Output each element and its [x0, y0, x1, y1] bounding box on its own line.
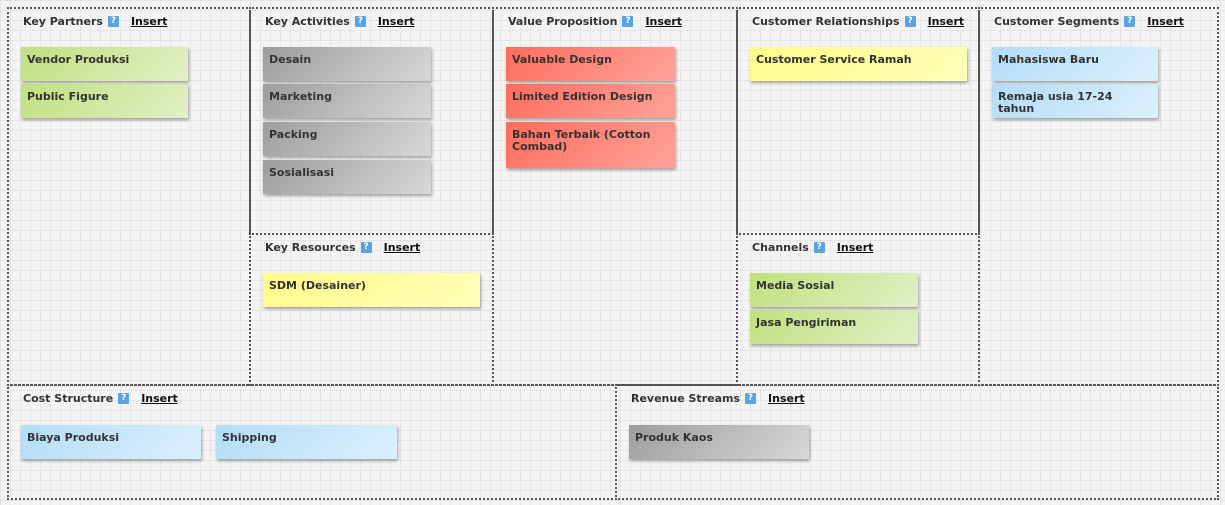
help-icon[interactable]: ? — [745, 393, 757, 404]
block-header: Value Proposition ? Insert — [508, 15, 682, 28]
sticky-note[interactable]: Valuable Design — [506, 47, 675, 81]
help-icon[interactable]: ? — [118, 393, 130, 404]
sticky-note[interactable]: Packing — [263, 122, 431, 156]
sticky-note[interactable]: Desain — [263, 47, 431, 81]
sticky-note[interactable]: Produk Kaos — [629, 425, 809, 459]
help-icon[interactable]: ? — [354, 16, 366, 27]
block-title: Key Resources — [265, 241, 356, 254]
insert-link[interactable]: Insert — [768, 392, 805, 405]
block-title: Customer Relationships — [752, 15, 900, 28]
block-revenue-streams: Revenue Streams ? Insert Produk Kaos — [615, 384, 1219, 500]
block-title: Channels — [752, 241, 809, 254]
help-icon[interactable]: ? — [360, 242, 372, 253]
sticky-note[interactable]: Jasa Pengiriman — [750, 310, 918, 344]
block-title: Key Partners — [23, 15, 103, 28]
sticky-note[interactable]: SDM (Desainer) — [263, 273, 480, 307]
insert-link[interactable]: Insert — [141, 392, 178, 405]
sticky-note[interactable]: Shipping — [216, 425, 397, 459]
block-key-resources: Key Resources ? Insert SDM (Desainer) — [249, 233, 494, 386]
block-header: Cost Structure ? Insert — [23, 392, 178, 405]
sticky-note[interactable]: Customer Service Ramah — [750, 47, 967, 81]
block-header: Key Resources ? Insert — [265, 241, 420, 254]
block-title: Cost Structure — [23, 392, 114, 405]
insert-link[interactable]: Insert — [836, 241, 874, 254]
block-key-activities: Key Activities ? Insert Desain Marketing… — [249, 7, 494, 235]
help-icon[interactable]: ? — [107, 16, 119, 27]
sticky-note[interactable]: Limited Edition Design — [506, 84, 675, 118]
block-channels: Channels ? Insert Media Sosial Jasa Peng… — [736, 233, 980, 386]
insert-link[interactable]: Insert — [1147, 15, 1184, 28]
block-header: Customer Relationships ? Insert — [752, 15, 964, 28]
block-header: Channels ? Insert — [752, 241, 873, 254]
block-title: Key Activities — [265, 15, 350, 28]
sticky-note[interactable]: Sosialisasi — [263, 160, 431, 194]
block-title: Customer Segments — [994, 15, 1120, 28]
block-header: Key Activities ? Insert — [265, 15, 414, 28]
insert-link[interactable]: Insert — [383, 241, 421, 254]
block-customer-segments: Customer Segments ? Insert Mahasiswa Bar… — [978, 7, 1219, 386]
sticky-note[interactable]: Media Sosial — [750, 273, 918, 307]
block-cost-structure: Cost Structure ? Insert Biaya Produksi S… — [7, 384, 617, 500]
block-customer-relationships: Customer Relationships ? Insert Customer… — [736, 7, 980, 235]
sticky-note[interactable]: Vendor Produksi — [21, 47, 188, 81]
insert-link[interactable]: Insert — [377, 15, 415, 28]
block-header: Revenue Streams ? Insert — [631, 392, 805, 405]
help-icon[interactable]: ? — [622, 16, 634, 27]
block-title: Value Proposition — [508, 15, 618, 28]
sticky-note[interactable]: Public Figure — [21, 84, 188, 118]
block-header: Customer Segments ? Insert — [994, 15, 1184, 28]
help-icon[interactable]: ? — [813, 242, 825, 253]
sticky-note[interactable]: Marketing — [263, 84, 431, 118]
block-title: Revenue Streams — [631, 392, 741, 405]
help-icon[interactable]: ? — [1124, 16, 1136, 27]
insert-link[interactable]: Insert — [645, 15, 683, 28]
sticky-note[interactable]: Remaja usia 17-24 tahun — [992, 84, 1158, 118]
help-icon[interactable]: ? — [904, 16, 916, 27]
sticky-note[interactable]: Bahan Terbaik (Cotton Combad) — [506, 122, 675, 168]
sticky-note[interactable]: Biaya Produksi — [21, 425, 201, 459]
block-key-partners: Key Partners ? Insert Vendor Produksi Pu… — [7, 7, 251, 386]
sticky-note[interactable]: Mahasiswa Baru — [992, 47, 1158, 81]
block-header: Key Partners ? Insert — [23, 15, 168, 28]
insert-link[interactable]: Insert — [927, 15, 965, 28]
insert-link[interactable]: Insert — [130, 15, 168, 28]
block-value-proposition: Value Proposition ? Insert Valuable Desi… — [492, 7, 738, 386]
